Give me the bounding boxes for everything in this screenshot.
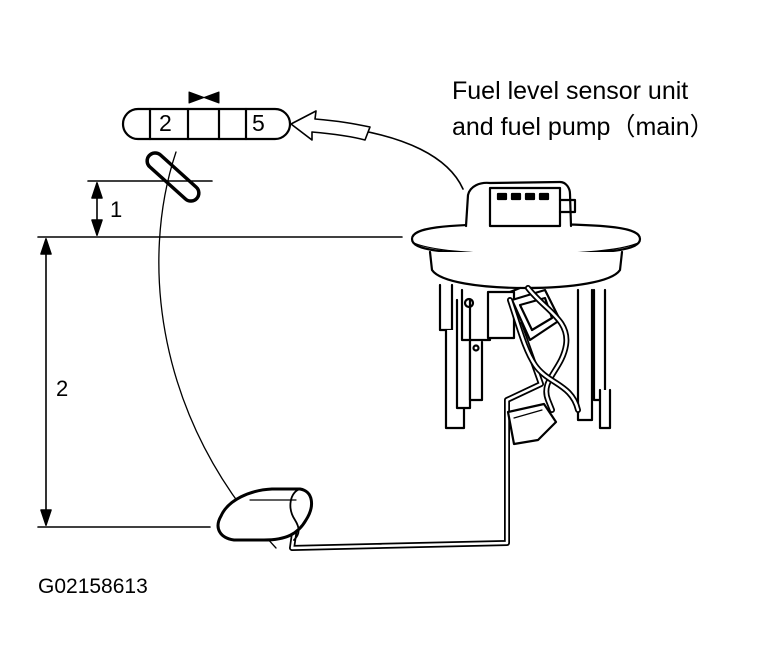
float-swing-arc	[158, 151, 277, 549]
title-line-1: Fuel level sensor unit	[452, 77, 689, 105]
connector-pin-left: 2	[159, 110, 172, 136]
dimension-2-label: 2	[56, 376, 69, 401]
dimension-lines	[37, 180, 403, 528]
float-lower-position	[216, 487, 313, 542]
figure-code: G02158613	[38, 575, 148, 598]
title-line-2: and fuel pump（main）	[452, 113, 715, 141]
float-arm-inner	[290, 323, 543, 550]
connector-latch-icon	[188, 91, 220, 104]
float-arm	[289, 322, 544, 551]
fuel-pump-unit	[410, 180, 642, 446]
connector-outline	[121, 107, 292, 141]
dimension-1-label: 1	[110, 197, 123, 222]
float-upper-position	[145, 151, 201, 203]
connector-pin-right: 5	[252, 110, 265, 136]
callout-arrow-head	[290, 110, 371, 141]
